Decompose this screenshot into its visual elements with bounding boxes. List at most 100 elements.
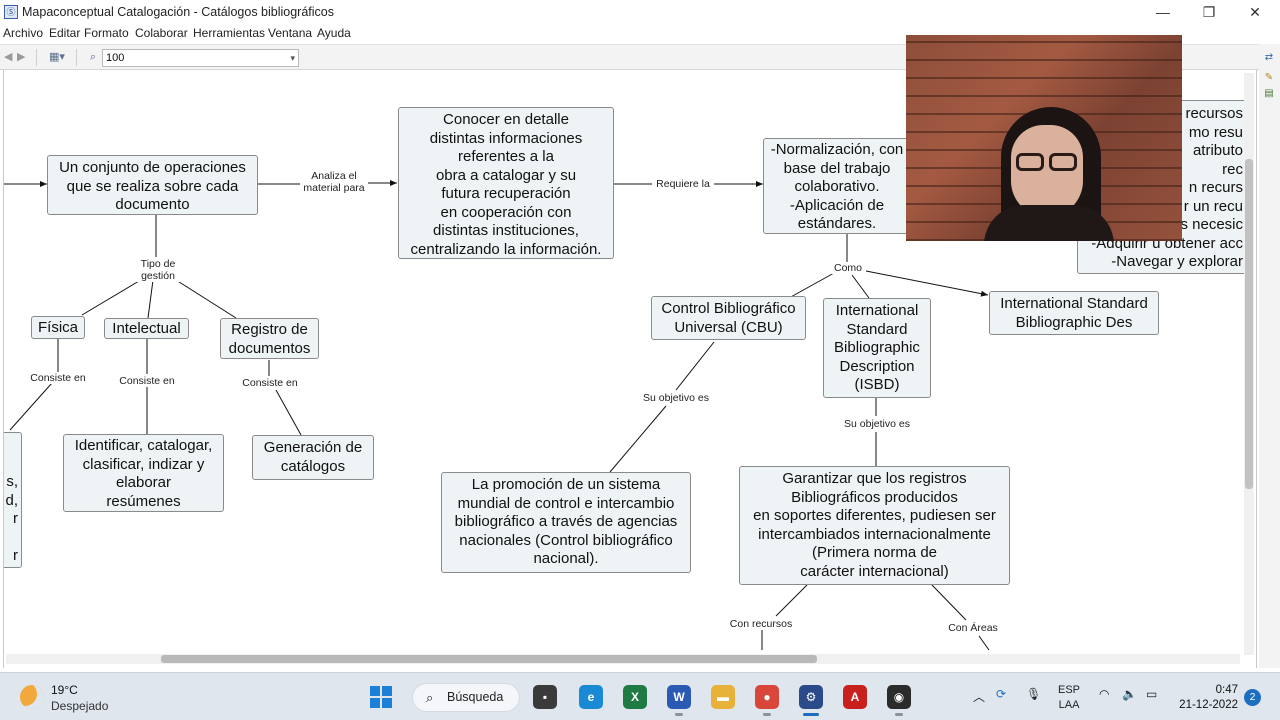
edge-icon[interactable]: e (579, 685, 603, 709)
running-indicator (763, 713, 771, 716)
concept-node-intelectual[interactable]: Intelectual (104, 318, 189, 339)
toolbar-separator (36, 49, 37, 66)
start-button[interactable] (370, 686, 392, 708)
input-language[interactable]: ESP LAA (1058, 683, 1080, 713)
clock-time: 0:47 (1215, 684, 1238, 696)
sync-icon[interactable]: ⟳ (996, 687, 1007, 701)
acrobat-icon[interactable]: A (843, 685, 867, 709)
clock-date: 21-12-2022 (1179, 699, 1238, 711)
connector (81, 277, 145, 316)
glasses-icon (1049, 153, 1077, 171)
concept-node-isbd[interactable]: International Standard Bibliographic Des… (823, 298, 931, 398)
moon-icon[interactable] (20, 685, 44, 709)
title-bar: Ⓢ Mapaconceptual Catalogación - Catálogo… (0, 0, 1280, 24)
concept-node-isbd-des[interactable]: International Standard Bibliographic Des (989, 291, 1159, 335)
close-button[interactable]: ✕ (1249, 4, 1261, 20)
system-clock[interactable]: 0:47 21-12-2022 (1178, 683, 1238, 713)
connector (978, 635, 990, 651)
weather-temperature[interactable]: 19°C (51, 683, 78, 697)
connector (275, 389, 302, 436)
excel-icon[interactable]: X (623, 685, 647, 709)
horizontal-scrollbar[interactable] (6, 654, 1240, 664)
glasses-icon (1016, 153, 1044, 171)
chevron-down-icon[interactable]: ▾ (290, 53, 295, 63)
webcam-overlay (906, 35, 1182, 241)
word-icon[interactable]: W (667, 685, 691, 709)
forward-button[interactable]: ▶ (17, 51, 26, 63)
cmaptools-icon[interactable]: ⚙ (799, 685, 823, 709)
concept-node-cbu[interactable]: Control Bibliográfico Universal (CBU) (651, 296, 806, 340)
concept-node-normalizacion[interactable]: -Normalización, con base del trabajo col… (763, 138, 911, 234)
connector (851, 274, 870, 299)
link-label-objetivo-cbu[interactable]: Su objetivo es (638, 392, 714, 404)
volume-icon[interactable]: 🔈 (1122, 687, 1137, 701)
concept-node-identificar[interactable]: Identificar, catalogar, clasificar, indi… (63, 434, 224, 512)
chevron-up-icon[interactable]: ︿ (973, 690, 986, 704)
file-manager-icon[interactable]: ▪ (533, 685, 557, 709)
obs-icon[interactable]: ◉ (887, 685, 911, 709)
link-label-con-recursos[interactable]: Con recursos (725, 618, 797, 630)
back-button[interactable]: ◀ (4, 51, 13, 63)
zoom-select[interactable]: 100 ▾ (102, 49, 299, 67)
menu-ventana[interactable]: Ventana (268, 26, 313, 40)
notification-badge[interactable]: 2 (1244, 689, 1261, 706)
style-icon[interactable]: ✎ (1264, 72, 1274, 83)
running-indicator (675, 713, 683, 716)
link-label-consiste-fisica[interactable]: Consiste en (26, 372, 90, 384)
link-label-consiste-intelectual[interactable]: Consiste en (115, 375, 179, 387)
link-label-analiza[interactable]: Analiza el material para (300, 170, 368, 194)
menu-herramientas[interactable]: Herramientas (193, 26, 266, 40)
concept-node-registro[interactable]: Registro de documentos (220, 318, 319, 359)
menu-formato[interactable]: Formato (84, 26, 129, 40)
menu-ayuda[interactable]: Ayuda (317, 26, 351, 40)
zoom-value: 100 (106, 52, 125, 64)
connector (865, 270, 989, 297)
concept-node-conocer[interactable]: Conocer en detalle distintas informacion… (398, 107, 614, 259)
link-label-como[interactable]: Como (831, 262, 865, 274)
list-icon[interactable]: ▤ (1264, 88, 1274, 99)
windows-logo-icon (370, 686, 380, 696)
connector (609, 405, 667, 473)
search-icon: ⌕ (426, 690, 434, 705)
window-title: Mapaconceptual Catalogación - Catálogos … (22, 5, 334, 19)
horizontal-scroll-thumb[interactable] (161, 655, 817, 663)
link-label-tipo-gestion[interactable]: Tipo de gestión (133, 258, 183, 282)
taskbar-search[interactable]: ⌕ Búsqueda (412, 683, 520, 712)
lang-top: ESP (1058, 684, 1081, 696)
connector (788, 272, 835, 299)
vertical-scroll-thumb[interactable] (1245, 159, 1253, 489)
minimize-button[interactable]: — (1156, 4, 1170, 20)
weather-description[interactable]: Despejado (51, 699, 109, 713)
concept-node-garantizar[interactable]: Garantizar que los registros Bibliográfi… (739, 466, 1010, 585)
lang-bottom: LAA (1058, 699, 1080, 711)
concept-node-generacion[interactable]: Generación de catálogos (252, 435, 374, 480)
vertical-scrollbar[interactable] (1244, 73, 1254, 655)
connector (775, 584, 808, 617)
menu-editar[interactable]: Editar (49, 26, 81, 40)
maximize-button[interactable]: ❐ (1202, 4, 1216, 20)
concept-node-operaciones[interactable]: Un conjunto de operaciones que se realiz… (47, 155, 258, 215)
battery-icon[interactable]: ▭ (1146, 687, 1158, 701)
webcam-person-body (984, 205, 1114, 241)
collaborate-icon[interactable]: ⇄ (1264, 52, 1274, 63)
concept-node-left-partial[interactable]: s, d, r r (4, 432, 22, 568)
print-icon[interactable]: ▦▾ (49, 51, 65, 63)
wifi-icon[interactable]: ◠ (1099, 687, 1110, 701)
connector (9, 382, 53, 431)
menu-colaborar[interactable]: Colaborar (135, 26, 188, 40)
link-label-con-areas[interactable]: Con Áreas (944, 622, 1002, 634)
connector (175, 279, 237, 319)
concept-node-fisica[interactable]: Física (31, 316, 85, 339)
link-label-consiste-registro[interactable]: Consiste en (238, 377, 302, 389)
folder-icon[interactable]: ▬ (711, 685, 735, 709)
connector (931, 584, 967, 621)
link-label-requiere[interactable]: Requiere la (652, 178, 714, 190)
concept-node-promocion[interactable]: La promoción de un sistema mundial de co… (441, 472, 691, 573)
menu-archivo[interactable]: Archivo (3, 26, 44, 40)
connector (675, 341, 715, 391)
chrome-icon[interactable]: ● (755, 685, 779, 709)
webcam-person-face (1011, 125, 1083, 217)
link-label-objetivo-isbd[interactable]: Su objetivo es (839, 418, 915, 430)
microphone-icon[interactable]: 🎙 (1026, 687, 1042, 701)
zoom-icon: ⌕ (89, 51, 97, 63)
